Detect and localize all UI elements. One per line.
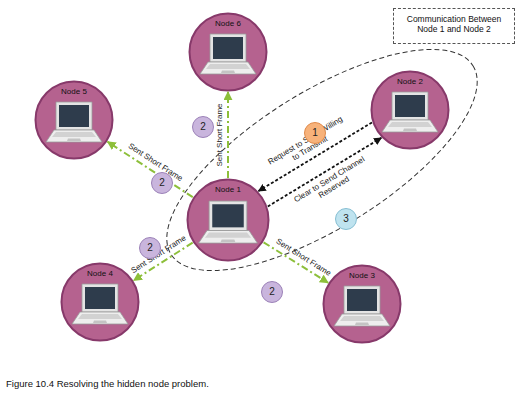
edge-label: Sent Short Frame [216,103,225,166]
laptop-touchpad [93,321,107,324]
laptop-base [199,231,258,244]
laptop-base [334,314,390,326]
laptop-keyboard [52,132,96,137]
network-node: Node 3 [322,264,402,344]
callout-number: 2 [139,237,161,259]
callout-number: 1 [304,122,326,144]
figure-caption: Figure 10.4 Resolving the hidden node pr… [6,378,209,389]
node-name: Node 4 [60,269,140,278]
callout-number: 2 [192,116,214,138]
callout-number: 2 [151,172,173,194]
laptop-keyboard [388,122,432,127]
laptop-icon [72,284,128,324]
laptop-base [72,312,128,324]
laptop-base [46,130,102,142]
callout-number: 2 [261,281,283,303]
node-name: Node 5 [34,87,114,96]
laptop-lid [56,102,92,130]
laptop-keyboard [78,314,122,319]
laptop-icon [382,92,438,132]
laptop-icon [334,286,390,326]
edge-label: Clear to Send Channel Reserved [292,155,371,212]
network-node: Node 5 [34,80,114,160]
laptop-base [200,62,256,74]
note-text: Communication Between Node 1 and Node 2 [394,14,514,34]
laptop-base [382,120,438,132]
laptop-icon [46,102,102,142]
edge-label: Sent Short Frame [130,234,188,275]
laptop-screen [213,37,243,59]
laptop-icon [200,34,256,74]
network-node: Node 6 [188,12,268,92]
laptop-keyboard [206,64,250,69]
network-node: Node 2 [370,70,450,150]
laptop-lid [82,284,118,312]
node-name: Node 1 [186,185,270,194]
communication-zone [135,8,509,312]
laptop-lid [392,92,428,120]
frame-arrow [108,142,193,197]
laptop-touchpad [221,239,236,242]
laptop-screen [347,289,377,311]
laptop-screen [212,204,244,227]
node-name: Node 6 [188,19,268,28]
laptop-lid [344,286,380,314]
laptop-lid [210,34,246,62]
laptop-icon [199,201,258,243]
laptop-keyboard [340,316,384,321]
laptop-keyboard [205,233,251,238]
laptop-screen [395,95,425,117]
callout-number: 3 [335,208,357,230]
network-node: Node 4 [60,262,140,342]
note-box: Communication Between Node 1 and Node 2 [393,8,515,44]
laptop-touchpad [403,129,417,132]
edge-label: Sent Short Frame [274,237,332,278]
frame-arrow [227,92,229,178]
laptop-screen [85,287,115,309]
laptop-touchpad [221,71,235,74]
network-node: Node 1 [186,178,270,262]
node-name: Node 3 [322,271,402,280]
laptop-touchpad [67,139,81,142]
laptop-screen [59,105,89,127]
laptop-lid [209,201,247,230]
laptop-touchpad [355,323,369,326]
node-name: Node 2 [370,77,450,86]
